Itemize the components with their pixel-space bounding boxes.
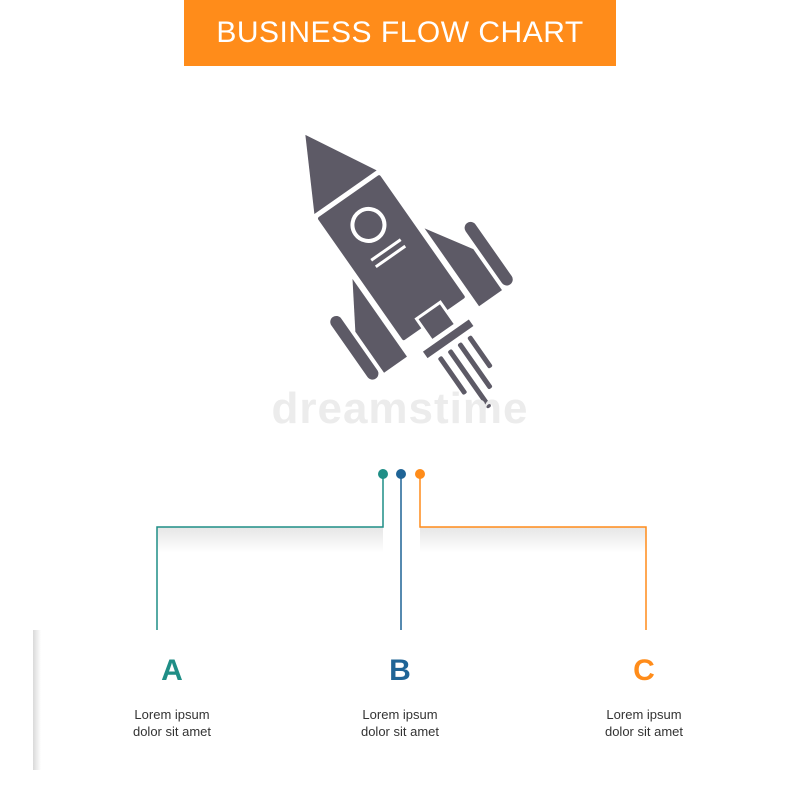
card-a-text: Lorem ipsum dolor sit amet — [41, 706, 303, 740]
card-c-text: Lorem ipsum dolor sit amet — [513, 706, 775, 740]
card-c-line1: Lorem ipsum — [606, 707, 682, 722]
card-c-line2: dolor sit amet — [604, 724, 684, 739]
card-c-letter: C — [633, 654, 655, 687]
node-b — [396, 469, 406, 479]
card-b-line1: Lorem ipsum — [362, 707, 438, 722]
card-c: C Lorem ipsum dolor sit amet — [513, 630, 775, 770]
connector-c — [419, 474, 647, 636]
node-a — [378, 469, 388, 479]
card-a: A Lorem ipsum dolor sit amet — [41, 630, 303, 770]
card-a-line2: dolor sit amet — [132, 724, 212, 739]
card-b: B Lorem ipsum dolor sit amet — [269, 630, 531, 770]
connector-shade-a — [157, 527, 383, 553]
header-banner: BUSINESS FLOW CHART — [184, 0, 616, 66]
card-a-letter: A — [161, 654, 183, 687]
connector-shade-c — [420, 527, 646, 553]
card-a-line1: Lorem ipsum — [134, 707, 210, 722]
watermark: dreamstime — [271, 384, 529, 433]
connector-a — [156, 474, 384, 636]
page-title: BUSINESS FLOW CHART — [216, 16, 584, 49]
card-b-line2: dolor sit amet — [360, 724, 440, 739]
rocket-icon — [305, 134, 513, 409]
node-c — [415, 469, 425, 479]
card-b-text: Lorem ipsum dolor sit amet — [269, 706, 531, 740]
card-b-letter: B — [389, 654, 411, 687]
